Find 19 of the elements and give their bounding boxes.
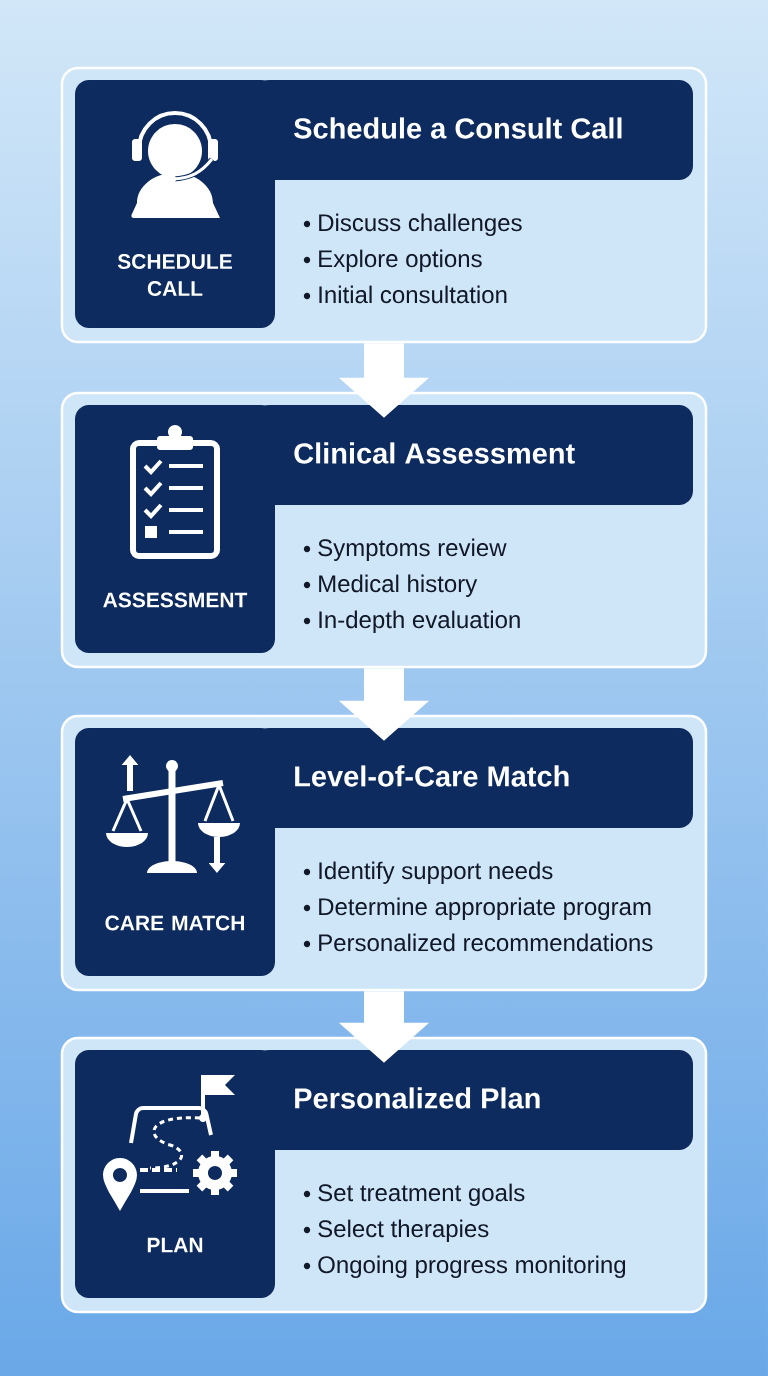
bullet-item: Discuss challenges — [303, 213, 522, 236]
bullet-item: Determine appropriate program — [303, 897, 651, 920]
icon-panel: PLAN — [75, 1050, 275, 1298]
bullet-item: Symptoms review — [303, 538, 507, 561]
icon-panel: CARE MATCH — [75, 728, 275, 976]
bullet-item: Identify support needs — [303, 861, 553, 884]
bullet-item: Explore options — [303, 249, 482, 272]
bullet-item: Select therapies — [303, 1219, 489, 1242]
bullet-item: Medical history — [303, 574, 478, 597]
title-band: Level-of-Care Match — [255, 728, 693, 828]
bullet-item: In-depth evaluation — [303, 610, 520, 633]
title-band: Schedule a Consult Call — [255, 80, 693, 180]
title-band: Personalized Plan — [255, 1050, 693, 1150]
title-band: Clinical Assessment — [255, 405, 693, 505]
bullet-item: Set treatment goals — [303, 1183, 525, 1206]
bullet-item: Ongoing progress monitoring — [303, 1255, 626, 1278]
bullet-item: Personalized recommendations — [303, 933, 653, 952]
bullet-item: Initial consultation — [303, 285, 507, 304]
icon-panel: ASSESSMENT — [75, 405, 275, 653]
